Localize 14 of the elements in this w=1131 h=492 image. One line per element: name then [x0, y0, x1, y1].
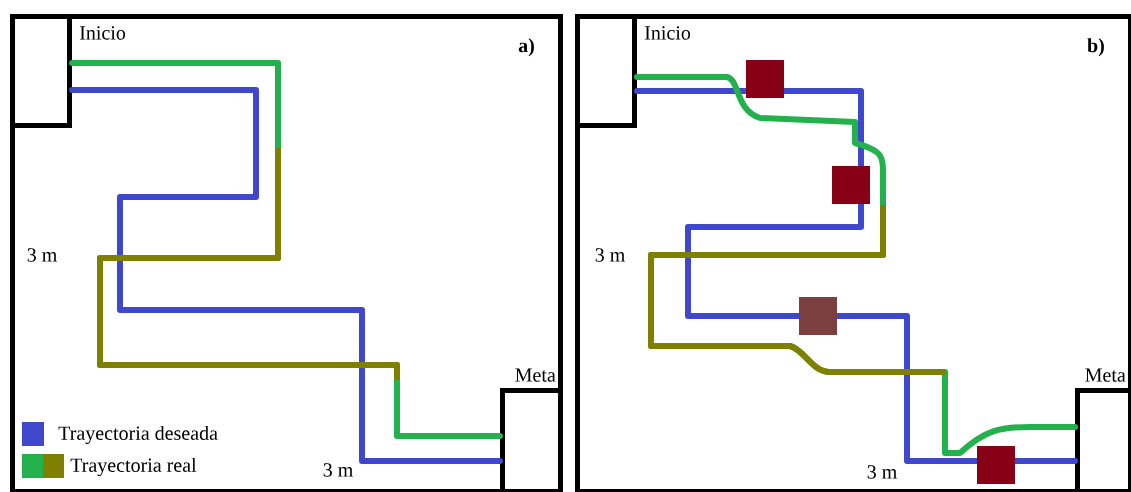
- dimension-label: 3 m: [867, 465, 897, 479]
- legend-label: Trayectoria real: [70, 457, 197, 477]
- dimension-label: 3 m: [323, 463, 353, 477]
- node-label: Meta: [515, 368, 556, 382]
- start-box: Inicio: [10, 14, 126, 128]
- dimension-label: 3 m: [595, 248, 625, 262]
- node-label: Meta: [1085, 368, 1126, 382]
- goal-box: Meta: [1075, 368, 1131, 492]
- goal-box: Meta: [500, 368, 563, 492]
- legend-label: Trayectoria deseada: [58, 425, 218, 445]
- start-box: Inicio: [575, 14, 691, 128]
- node-label: Inicio: [79, 26, 126, 40]
- node-label: Inicio: [644, 26, 691, 40]
- dimension-label: 3 m: [27, 248, 57, 262]
